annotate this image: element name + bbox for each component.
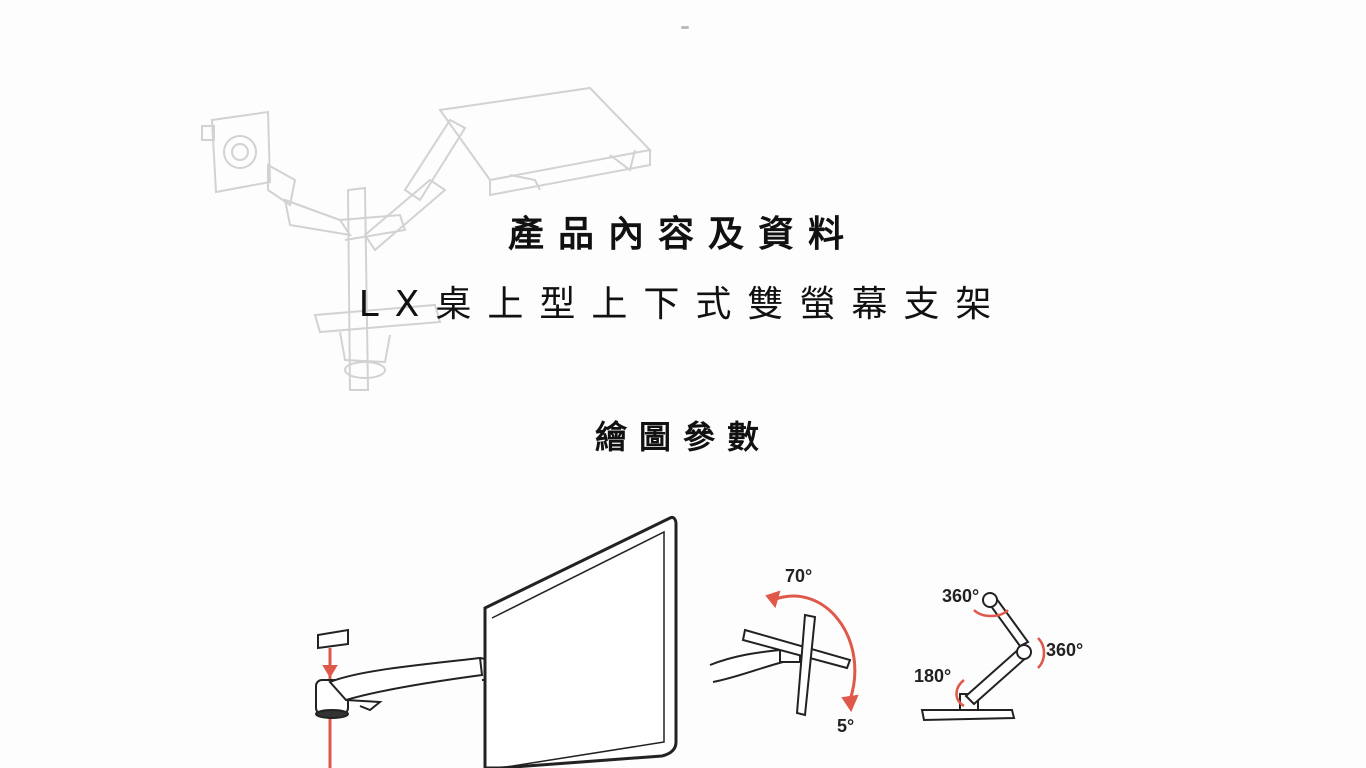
dual-monitor-arm-illustration [201,86,653,391]
tilt-angle-diagram: 70° 5° [709,566,859,736]
tilt-up-label: 70° [785,566,812,586]
tilt-down-label: 5° [837,716,854,736]
elbow-rotation-label: 360° [1046,640,1083,660]
page-title: 產品內容及資料 [507,214,858,255]
top-dot [681,26,689,29]
upper-rotation-label: 360° [942,586,979,606]
section-heading: 繪圖參數 [594,418,771,456]
rotation-angle-diagram: 360° 360° 180° [914,586,1083,722]
base-rotation-label: 180° [914,666,951,686]
arm-with-monitor-diagram [315,516,678,768]
product-name: LX桌上型上下式雙螢幕支架 [358,284,1008,325]
